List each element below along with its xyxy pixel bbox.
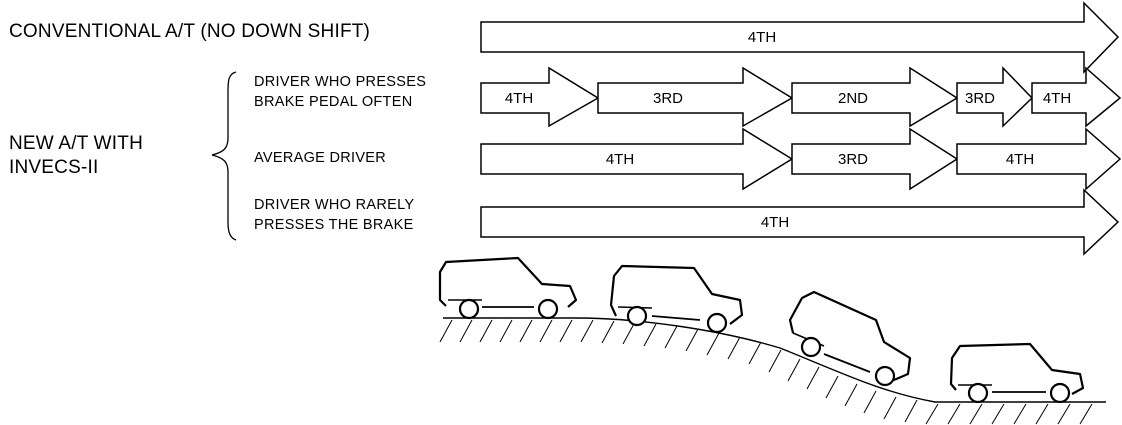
vehicle-icon bbox=[611, 266, 742, 332]
conventional-row: 4TH bbox=[481, 3, 1118, 72]
gear-label: 3RD bbox=[653, 90, 683, 107]
gear-label: 4TH bbox=[505, 90, 533, 107]
road-slope bbox=[440, 318, 1106, 424]
gear-arrow bbox=[481, 129, 792, 189]
average-row: 4TH 3RD 4TH bbox=[481, 129, 1120, 189]
gear-label: 4TH bbox=[1006, 151, 1034, 168]
vehicle-icon bbox=[440, 258, 576, 318]
gear-label: 4TH bbox=[606, 151, 634, 168]
gear-arrow bbox=[481, 68, 598, 126]
gear-label: 3RD bbox=[838, 151, 868, 168]
often-row: 4TH 3RD 2ND 3RD 4TH bbox=[481, 68, 1120, 126]
vehicle-icon bbox=[951, 344, 1083, 402]
gear-label: 4TH bbox=[748, 29, 776, 46]
gear-label: 4TH bbox=[761, 214, 789, 231]
vehicle-icon bbox=[790, 292, 910, 385]
grouping-brace bbox=[212, 72, 236, 240]
gear-arrow bbox=[481, 190, 1118, 254]
gear-label: 2ND bbox=[838, 90, 868, 107]
gear-label: 4TH bbox=[1043, 90, 1071, 107]
gear-label: 3RD bbox=[965, 90, 995, 107]
gear-arrow bbox=[598, 68, 792, 126]
gear-arrow bbox=[792, 129, 957, 189]
rarely-row: 4TH bbox=[481, 190, 1118, 254]
gear-arrow bbox=[957, 129, 1120, 189]
gear-arrow bbox=[481, 3, 1118, 72]
gear-arrow bbox=[792, 68, 957, 126]
